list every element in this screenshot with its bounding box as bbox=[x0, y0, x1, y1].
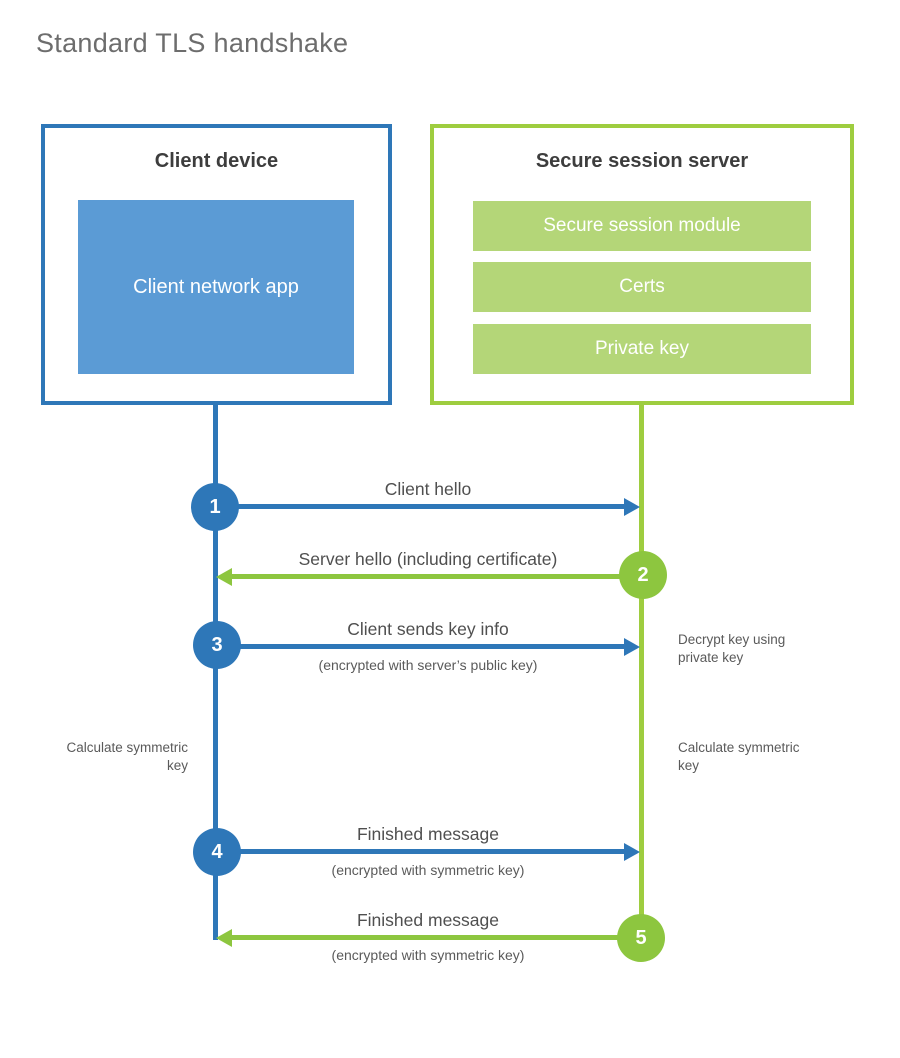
message-2-arrow bbox=[231, 574, 643, 579]
message-5-arrow bbox=[231, 935, 643, 940]
message-4-arrow bbox=[220, 849, 626, 854]
step-3-badge: 3 bbox=[193, 621, 241, 669]
message-4-label: Finished message bbox=[356, 824, 500, 844]
arrow-head-right-icon bbox=[624, 843, 640, 861]
message-5-sublabel: (encrypted with symmetric key) bbox=[331, 947, 525, 963]
message-1-label: Client hello bbox=[384, 479, 472, 499]
secure-session-module-label: Secure session module bbox=[543, 215, 741, 236]
message-4-sublabel: (encrypted with symmetric key) bbox=[331, 862, 525, 878]
arrow-head-right-icon bbox=[624, 638, 640, 656]
step-4-badge: 4 bbox=[193, 828, 241, 876]
arrow-head-right-icon bbox=[624, 498, 640, 516]
private-key-label: Private key bbox=[595, 338, 689, 359]
server-lifeline bbox=[639, 404, 644, 940]
arrow-head-left-icon bbox=[216, 929, 232, 947]
note-decrypt-key: Decrypt key using private key bbox=[678, 632, 786, 665]
private-key-bar: Private key bbox=[473, 324, 811, 374]
certs-label: Certs bbox=[619, 276, 665, 297]
step-2-badge: 2 bbox=[619, 551, 667, 599]
arrow-head-left-icon bbox=[216, 568, 232, 586]
client-network-app-rect: Client network app bbox=[78, 200, 354, 374]
secure-session-module-bar: Secure session module bbox=[473, 201, 811, 251]
client-lifeline bbox=[213, 404, 218, 940]
step-5-badge: 5 bbox=[617, 914, 665, 962]
message-3-label: Client sends key info bbox=[347, 619, 509, 639]
note-calculate-symmetric-server: Calculate symmetric key bbox=[678, 740, 800, 773]
client-device-box: Client device Client network app bbox=[41, 124, 392, 405]
message-1-arrow bbox=[220, 504, 626, 509]
client-device-title: Client device bbox=[154, 150, 279, 172]
client-network-app-label: Client network app bbox=[133, 276, 299, 298]
step-1-badge: 1 bbox=[191, 483, 239, 531]
certs-bar: Certs bbox=[473, 262, 811, 312]
note-calculate-symmetric-client: Calculate symmetric key bbox=[66, 740, 188, 773]
message-2-label: Server hello (including certificate) bbox=[298, 549, 558, 569]
message-3-sublabel: (encrypted with server’s public key) bbox=[318, 657, 538, 673]
message-3-arrow bbox=[220, 644, 626, 649]
page-title: Standard TLS handshake bbox=[36, 28, 349, 58]
message-5-label: Finished message bbox=[356, 910, 500, 930]
secure-session-server-title: Secure session server bbox=[535, 150, 749, 172]
secure-session-server-box: Secure session server Secure session mod… bbox=[430, 124, 854, 405]
